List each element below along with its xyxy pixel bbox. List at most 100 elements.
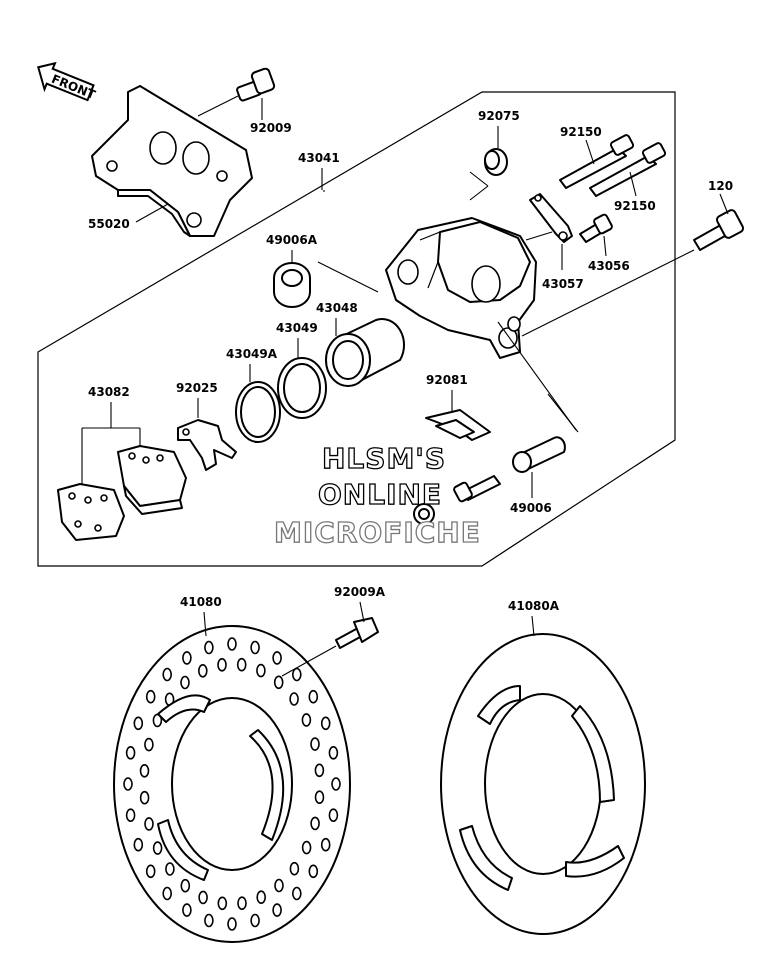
disc-drill-hole	[328, 745, 339, 760]
piston-43048	[325, 318, 406, 387]
watermark-line2: ONLINE	[318, 478, 442, 511]
pad-spring-92025	[177, 419, 237, 471]
disc-drill-hole	[204, 640, 214, 655]
brake-pad-inner	[117, 445, 187, 515]
disc-drill-hole	[314, 790, 325, 805]
disc-drill-hole	[162, 886, 172, 901]
disc-drill-hole	[289, 692, 299, 706]
label-41080a: 41080A	[508, 599, 560, 613]
disc-drill-hole	[308, 864, 319, 879]
label-55020: 55020	[88, 217, 130, 231]
label-92009a: 92009A	[334, 585, 386, 599]
disc-drill-hole	[165, 862, 175, 876]
label-43056: 43056	[588, 259, 630, 273]
disc-drill-hole	[250, 640, 260, 655]
label-41080: 41080	[180, 595, 222, 609]
disc-drill-hole	[250, 913, 260, 928]
bleeder-valve-43056	[579, 213, 613, 243]
bolt-92009	[197, 67, 276, 117]
label-43082: 43082	[88, 385, 130, 399]
disc-drill-hole	[273, 675, 284, 690]
disc-drill-hole	[301, 840, 312, 855]
disc-drill-hole	[133, 716, 144, 731]
label-92025: 92025	[176, 381, 218, 395]
label-43048: 43048	[316, 301, 358, 315]
disc-drill-hole	[139, 763, 150, 778]
disc-drill-hole	[123, 777, 133, 791]
brake-disc-41080	[113, 625, 351, 943]
disc-drill-hole	[227, 637, 237, 651]
disc-drill-hole	[133, 837, 144, 852]
disc-drill-hole	[217, 657, 227, 672]
label-49006a: 49006A	[266, 233, 318, 247]
label-43041: 43041	[298, 151, 340, 165]
label-92150-lower: 92150	[614, 199, 656, 213]
disc-drill-hole	[256, 890, 267, 905]
label-92150-upper: 92150	[560, 125, 602, 139]
disc-drill-hole	[182, 651, 192, 665]
brake-disc-41080a	[440, 633, 646, 935]
disc-drill-hole	[198, 663, 208, 678]
disc-drill-hole	[256, 663, 266, 678]
label-120: 120	[708, 179, 733, 193]
watermark: HLSM'S ONLINE MICROFICHE	[273, 441, 481, 549]
disc-drill-hole	[236, 657, 247, 672]
disc-drill-hole	[139, 790, 150, 805]
bolt-49006	[512, 393, 579, 473]
pad-bracket-leader	[81, 402, 141, 484]
bleeder-cap-43057	[525, 193, 573, 243]
disc-drill-hole	[289, 861, 300, 876]
disc-drill-hole	[162, 667, 172, 682]
boot-92075	[469, 148, 508, 201]
pin-boot	[413, 503, 435, 525]
disc-drill-hole	[180, 675, 190, 690]
label-43057: 43057	[542, 277, 584, 291]
disc-drill-hole	[320, 837, 331, 852]
disc-drill-hole	[144, 737, 154, 752]
disc-drill-hole	[204, 913, 214, 928]
part-labels: 92009 55020 43041 92075 92150 92150 120 …	[88, 98, 733, 637]
disc-drill-hole	[237, 896, 247, 911]
disc-drill-hole	[331, 777, 341, 791]
bolt-92009a	[281, 617, 379, 677]
front-arrow-icon: FRONT	[37, 61, 98, 102]
disc-drill-hole	[314, 763, 325, 778]
disc-drill-hole	[274, 878, 284, 893]
label-92009: 92009	[250, 121, 292, 135]
disc-drill-hole	[180, 878, 191, 893]
disc-drill-hole	[227, 917, 237, 931]
pin-92150-lower	[589, 142, 667, 197]
label-49006: 49006	[510, 501, 552, 515]
bolt-120	[521, 209, 745, 337]
label-43049a: 43049A	[226, 347, 278, 361]
caliper-bracket-55020	[91, 85, 253, 237]
caliper-assembly-boundary	[37, 91, 676, 567]
disc-drill-hole	[320, 716, 331, 731]
disc-drill-hole	[301, 713, 312, 727]
seal-43049	[277, 357, 327, 419]
disc-drill-hole	[145, 689, 156, 704]
watermark-line3: MICROFICHE	[274, 516, 481, 549]
disc-drill-hole	[308, 689, 319, 704]
disc-drill-hole	[144, 817, 154, 831]
slide-pin	[453, 475, 501, 503]
label-92075: 92075	[478, 109, 520, 123]
caliper-body-43041	[385, 217, 537, 359]
pin-92150-upper	[559, 134, 635, 189]
pad-clip-92081	[425, 409, 491, 441]
sleeve-49006a	[273, 261, 379, 308]
seal-43049a	[235, 381, 281, 443]
disc-drill-hole	[310, 737, 320, 751]
disc-drill-hole	[198, 890, 208, 905]
disc-drill-hole	[272, 903, 282, 917]
disc-drill-hole	[310, 816, 320, 831]
disc-drill-hole	[291, 667, 302, 682]
disc-drill-hole	[217, 896, 228, 911]
disc-drill-hole	[125, 808, 136, 823]
brake-pad-outer	[57, 483, 125, 541]
disc-drill-hole	[272, 651, 282, 665]
disc-drill-hole	[182, 903, 192, 917]
disc-drill-hole	[152, 841, 163, 855]
disc-drill-hole	[291, 886, 302, 901]
